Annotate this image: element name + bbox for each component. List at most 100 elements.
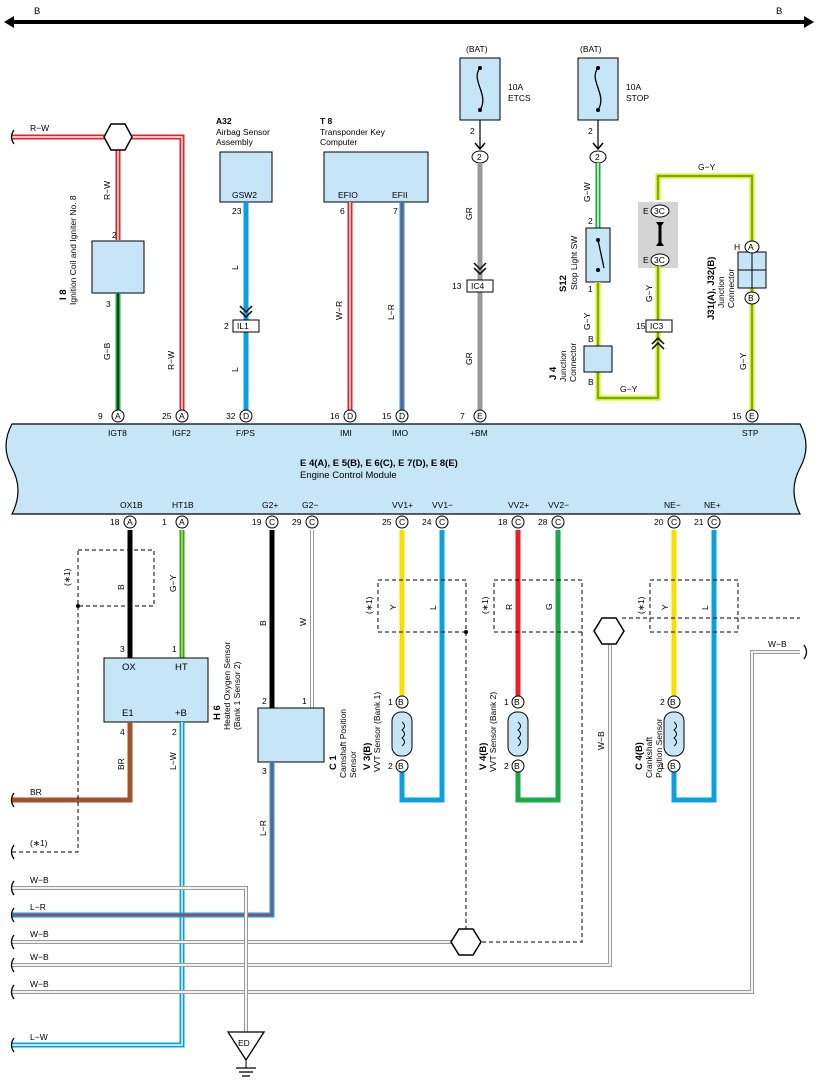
ground-point — [226, 1031, 266, 1062]
pin-number: 18 — [110, 517, 120, 527]
pin-label: NE+ — [704, 500, 721, 510]
svg-text:G−Y: G−Y — [620, 384, 638, 394]
svg-text:(∗1): (∗1) — [364, 596, 374, 614]
svg-text:2: 2 — [470, 126, 475, 136]
rw-wire: R−W R−W R−W — [12, 123, 185, 410]
svg-text:Transponder Key: Transponder Key — [320, 127, 386, 137]
svg-text:L: L — [428, 605, 438, 610]
pin-number: 1 — [162, 517, 167, 527]
pin-connector-letter: D — [399, 411, 405, 421]
svg-text:L−W: L−W — [168, 752, 178, 770]
svg-text:E: E — [643, 206, 649, 216]
svg-text:2: 2 — [588, 126, 593, 136]
pin-connector-letter: D — [243, 411, 249, 421]
svg-text:BR: BR — [116, 758, 126, 770]
pin-connector-letter: A — [179, 517, 185, 527]
pin-connector-letter: C — [711, 517, 717, 527]
svg-text:Position Sensor: Position Sensor — [654, 718, 664, 778]
svg-text:L: L — [700, 605, 710, 610]
pin-label: VV2− — [548, 500, 569, 510]
svg-text:Stop Light SW: Stop Light SW — [569, 236, 579, 290]
svg-text:2: 2 — [595, 152, 600, 162]
svg-text:GSW2: GSW2 — [232, 190, 257, 200]
pin-label: IGF2 — [172, 428, 191, 438]
svg-text:Sensor: Sensor — [348, 751, 358, 778]
svg-text:Heated Oxygen Sensor: Heated Oxygen Sensor — [222, 641, 232, 730]
pin-label: IMO — [392, 428, 408, 438]
svg-text:STOP: STOP — [626, 93, 649, 103]
svg-text:6: 6 — [340, 206, 345, 216]
svg-text:L−R: L−R — [30, 902, 46, 912]
shield-ground-wiring: W−B W−B W−B W−B W−B W−B ED — [12, 617, 800, 1077]
pin-number: 18 — [498, 517, 508, 527]
svg-text:(∗1): (∗1) — [636, 596, 646, 614]
junction-point — [450, 928, 482, 956]
wire-label-rw-2: R−W — [102, 181, 112, 200]
svg-text:3: 3 — [120, 644, 125, 654]
svg-text:ETCS: ETCS — [508, 93, 531, 103]
pin-number: 16 — [330, 411, 340, 421]
ecm-name: Engine Control Module — [300, 470, 397, 481]
pin-label: IGT8 — [108, 428, 127, 438]
ignition-coil-code: I 8 — [58, 289, 69, 300]
pin-connector-letter: C — [515, 517, 521, 527]
svg-text:G: G — [544, 603, 554, 610]
svg-text:B: B — [116, 584, 126, 590]
pin-label: VV1+ — [392, 500, 413, 510]
pin-number: 20 — [654, 517, 664, 527]
crankshaft-position-sensor: Y L (∗1) B 2 B 1 C 4(B) Crankshaft Posit… — [634, 530, 739, 803]
pin-connector-letter: E — [749, 411, 755, 421]
connector-ic3: IC3 — [650, 321, 664, 331]
svg-text:2: 2 — [224, 321, 229, 331]
pin-label: NE− — [664, 500, 681, 510]
svg-text:1: 1 — [388, 697, 393, 707]
svg-text:2: 2 — [388, 761, 393, 771]
svg-text:VVT Sensor (Bank 2): VVT Sensor (Bank 2) — [488, 692, 498, 772]
pin-number: 15 — [732, 411, 742, 421]
pin-connector-letter: C — [269, 517, 275, 527]
svg-text:Connector: Connector — [568, 343, 578, 382]
svg-text:Junction: Junction — [716, 276, 726, 308]
svg-text:Assembly: Assembly — [216, 137, 254, 147]
svg-text:ED: ED — [238, 1038, 250, 1048]
svg-text:G−Y: G−Y — [582, 312, 592, 330]
pin-label: F/PS — [236, 428, 255, 438]
pin-label: VV1− — [432, 500, 453, 510]
svg-text:G−Y: G−Y — [738, 352, 748, 370]
svg-text:3: 3 — [262, 766, 267, 776]
svg-text:(∗1): (∗1) — [30, 838, 48, 848]
pin-number: 32 — [226, 411, 236, 421]
svg-text:A: A — [748, 242, 754, 252]
svg-text:EFIO: EFIO — [338, 190, 358, 200]
svg-text:G−Y: G−Y — [168, 574, 178, 592]
svg-text:10A: 10A — [508, 82, 523, 92]
svg-text:W−B: W−B — [30, 929, 49, 939]
svg-text:Connector: Connector — [726, 269, 736, 308]
svg-text:C 4(B): C 4(B) — [634, 742, 645, 770]
svg-text:EFII: EFII — [392, 190, 408, 200]
svg-text:2: 2 — [262, 696, 267, 706]
svg-text:+B: +B — [175, 708, 187, 719]
pin-number: 25 — [162, 411, 172, 421]
junction-connector-j31: A H B J31(A), J32(B) Junction Connector — [706, 240, 767, 320]
svg-text:1: 1 — [302, 696, 307, 706]
ecm-pin: D 32F/PS — [226, 409, 255, 438]
ecm-pin: E7+BM — [460, 409, 488, 438]
svg-text:B: B — [398, 697, 404, 707]
ignition-coil: 2 3 I 8 Ignition Coil and Igniter No. 8 … — [58, 195, 145, 410]
svg-text:B: B — [514, 697, 520, 707]
connector-ic4: IC4 — [471, 281, 485, 291]
pin-number: 21 — [694, 517, 704, 527]
svg-text:H 6: H 6 — [212, 705, 223, 720]
pin-number: 15 — [382, 411, 392, 421]
svg-text:2: 2 — [477, 152, 482, 162]
ecm-bottom-pins: A18OX1BA1HT1BC19G2+C29G2−C25VV1+C24VV1−C… — [110, 500, 721, 529]
svg-text:W−B: W−B — [596, 731, 606, 750]
svg-text:W−R: W−R — [334, 301, 344, 320]
wire-label-rw: R−W — [30, 123, 49, 133]
